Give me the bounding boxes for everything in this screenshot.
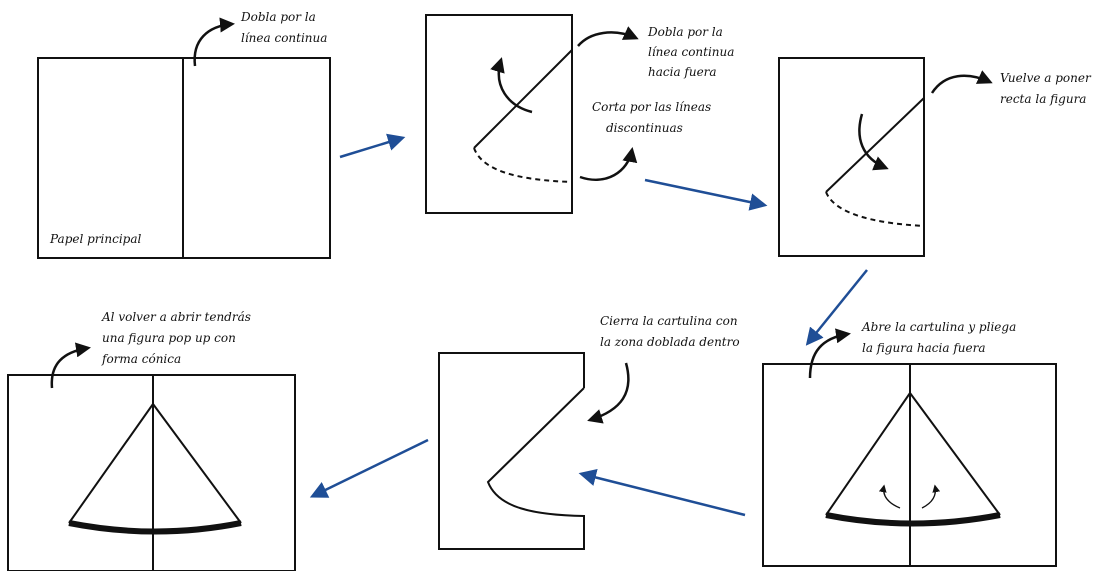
- diagonal-fold-line: [825, 97, 925, 193]
- small-fold-arrow-left: [878, 484, 901, 509]
- flow-arrow-2: [644, 178, 768, 211]
- flow-arrow-3: [805, 269, 868, 346]
- final-open-card: [7, 374, 296, 571]
- cut-pointer-arrow: [579, 147, 638, 182]
- cone-figure: [825, 391, 1001, 516]
- step4-label-2: la figura hacia fuera: [862, 341, 986, 355]
- step6-pointer-arrow: [50, 342, 91, 389]
- small-fold-arrow-right: [921, 484, 941, 509]
- step2-cut-label-1: Corta por las líneas: [592, 100, 711, 114]
- dashed-cut-line: [825, 191, 925, 227]
- step4-label-1: Abre la cartulina y pliega: [861, 320, 1016, 334]
- cone-base: [68, 520, 242, 535]
- step-4: Abre la cartulina y pliega la figura hac…: [762, 320, 1057, 567]
- step1-label-1: Dobla por la: [240, 10, 316, 24]
- cone-base: [825, 512, 1001, 527]
- dashed-cut-line: [473, 147, 573, 183]
- step-3: Vuelve a poner recta la figura: [778, 57, 1092, 257]
- step2-fold-label-1: Dobla por la: [647, 25, 723, 39]
- step3-label-1: Vuelve a poner: [1000, 71, 1092, 85]
- flow-arrow-4: [578, 468, 746, 517]
- step6-label-3: forma cónica: [101, 352, 181, 366]
- step-6: Al volver a abrir tendrás una figura pop…: [7, 310, 296, 571]
- step5-pointer-arrow: [587, 362, 630, 424]
- straighten-arrow: [858, 113, 889, 171]
- fold-out-arrow: [490, 57, 533, 114]
- closed-card: [438, 352, 585, 550]
- step1-label-2: línea continua: [241, 31, 327, 45]
- flow-arrow-1: [339, 133, 406, 159]
- step2-fold-label-3: hacia fuera: [648, 65, 717, 79]
- fold-pointer-arrow: [577, 26, 639, 47]
- folded-card: [425, 14, 573, 214]
- step6-label-1: Al volver a abrir tendrás: [101, 310, 251, 324]
- step2-cut-label-2: discontinuas: [606, 121, 683, 135]
- curved-pointer-arrow: [193, 17, 235, 67]
- step2-fold-label-2: línea continua: [648, 45, 734, 59]
- diagonal-fold-line: [473, 49, 573, 149]
- folded-card: [778, 57, 925, 257]
- step3-label-2: recta la figura: [1000, 92, 1086, 106]
- flow-arrow-5: [309, 438, 429, 498]
- step5-label-2: la zona doblada dentro: [600, 335, 740, 349]
- cone-figure: [68, 402, 242, 524]
- step5-label-1: Cierra la cartulina con: [600, 314, 738, 328]
- step-1: Dobla por la línea continua Papel princi…: [37, 10, 331, 259]
- step6-label-2: una figura pop up con: [102, 331, 236, 345]
- step4-pointer-arrow: [808, 328, 851, 379]
- step-5: Cierra la cartulina con la zona doblada …: [438, 314, 740, 550]
- step-2: Dobla por la línea continua hacia fuera …: [425, 14, 734, 214]
- step3-pointer-arrow: [930, 70, 993, 94]
- paper-label: Papel principal: [49, 232, 142, 246]
